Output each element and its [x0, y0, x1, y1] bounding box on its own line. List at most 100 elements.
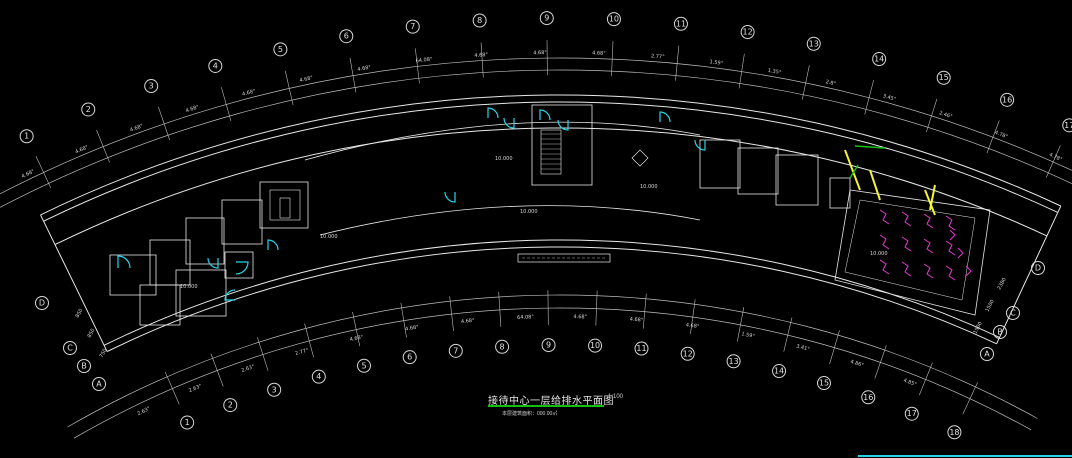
axis-bubble-circle	[77, 359, 91, 373]
corridor-arc	[54, 127, 1048, 246]
dimension-label: 4.68°	[357, 65, 372, 73]
left-end-wall	[40, 214, 108, 352]
axis-bubble-circle	[772, 364, 787, 379]
axis-bubble-top-15: 15	[936, 70, 951, 85]
dimension-label: 2.8°	[825, 79, 837, 87]
axis-bubble-circle	[588, 338, 603, 353]
office-room	[259, 181, 309, 229]
water-riser	[869, 169, 881, 201]
axis-bubble-bottom-7: 7	[448, 343, 463, 358]
dimension-texts: 4.68°4.68°4.68°4.68°4.68°4.68°4.68°64.08…	[21, 50, 1064, 417]
outer-wall-arc	[40, 94, 1062, 216]
door-arc	[503, 117, 515, 129]
axis-bubble-bottom-14: 14	[772, 364, 787, 379]
axis-bubble-label: A	[984, 350, 990, 359]
dimension-label: 4.68°	[629, 317, 644, 324]
bottom-axis-tick	[919, 362, 933, 396]
axis-bubble-top-7: 7	[405, 19, 420, 34]
office-room	[224, 251, 254, 279]
bottom-axis-tick	[400, 302, 407, 338]
door-arc	[659, 111, 671, 123]
dimension-lines	[0, 40, 1072, 439]
urinal-fixture	[965, 265, 972, 277]
axis-bubble-label: 17	[1064, 121, 1072, 130]
axis-bubble-circle	[81, 102, 96, 117]
bottom-axis-tick	[783, 317, 793, 352]
dimension-label: 1.59°	[709, 59, 724, 67]
service-room	[737, 147, 779, 195]
central-core	[531, 104, 593, 186]
water-riser	[844, 149, 861, 191]
top-axis-tick	[611, 41, 614, 77]
top-axis-tick	[349, 57, 357, 93]
viewport-edge-line	[858, 455, 1072, 457]
dimension-label: 4.68°	[299, 75, 314, 84]
axis-bubble-label: 12	[683, 349, 693, 358]
axis-bubble-circle	[936, 70, 951, 85]
axis-bubble-label: 5	[278, 45, 283, 54]
interior-rooms	[109, 104, 991, 326]
toilet-fixture	[879, 234, 890, 250]
axis-bubble-circle	[495, 339, 510, 354]
dimension-label: 4.86°	[849, 359, 864, 369]
axis-bubble-circle	[63, 341, 77, 355]
top-axis-tick	[675, 45, 680, 81]
lobby-inner-edge	[319, 205, 701, 236]
supply-pipe	[849, 164, 859, 179]
axis-bubble-label: 15	[819, 379, 829, 388]
door-arc	[557, 119, 569, 131]
top-axis-tick	[35, 156, 52, 189]
door-arc	[224, 289, 236, 301]
bottom-axis-tick	[498, 291, 502, 327]
door-swing	[487, 107, 499, 119]
axis-bubble-label: 11	[676, 19, 686, 28]
axis-bubble-top-12: 12	[740, 25, 755, 40]
axis-bubble-circle	[806, 36, 821, 51]
top-axis-tick	[96, 129, 110, 163]
axis-bubble-left-D: D	[35, 296, 49, 310]
axis-bubble-circle	[273, 42, 288, 57]
dimension-label: 4.68°	[21, 168, 36, 180]
axis-bubble-label: 10	[609, 15, 619, 24]
dimension-label: 2.77°	[651, 53, 666, 60]
bottom-axis-tick	[449, 296, 454, 331]
axis-bubble-label: 1	[185, 418, 190, 427]
dimension-label: 4.78°	[994, 130, 1009, 141]
bottom-axis-tick	[164, 371, 180, 405]
axis-bubble-top-2: 2	[81, 102, 96, 117]
axis-bubble-right-A: A	[980, 347, 994, 361]
axis-bubble-label: B	[997, 328, 1003, 337]
axis-bubble-label: 11	[636, 344, 646, 353]
dimension-label: 4.68°	[74, 144, 89, 155]
axis-bubble-circle	[1031, 261, 1045, 275]
dimension-label: 2.63°	[241, 364, 256, 374]
dimension-label: 850	[75, 308, 85, 319]
axis-bubble-label: 7	[410, 22, 415, 31]
axis-bubble-circle	[726, 354, 741, 369]
axis-bubble-bottom-15: 15	[816, 376, 831, 391]
dimension-label: 4.78°	[1048, 152, 1063, 163]
bottom-axis-tick	[595, 290, 598, 326]
axis-bubble-bottom-17: 17	[904, 406, 919, 421]
axis-bubble-label: 5	[361, 361, 366, 370]
axis-bubble-top-11: 11	[673, 16, 688, 31]
axis-bubble-top-8: 8	[472, 13, 487, 28]
toilet-fixture	[923, 213, 934, 229]
restroom-wing-inner	[844, 199, 976, 301]
door-swing	[224, 289, 236, 301]
dimension-label: 2.63°	[137, 406, 152, 418]
door-arc	[207, 257, 219, 269]
top-axis-tick	[284, 70, 294, 106]
door-swing	[539, 109, 551, 121]
door-swing	[235, 261, 249, 275]
door-arc	[539, 109, 551, 121]
axis-bubble-circle	[19, 129, 34, 144]
axis-bubble-label: 4	[213, 61, 218, 70]
axis-bubble-bottom-16: 16	[861, 390, 876, 405]
axis-bubble-label: 14	[774, 367, 784, 376]
axis-bubble-bottom-9: 9	[541, 338, 556, 353]
top-dim-arc-inner	[0, 69, 1072, 208]
bottom-axis-tick	[257, 337, 269, 371]
office-room	[221, 199, 263, 245]
